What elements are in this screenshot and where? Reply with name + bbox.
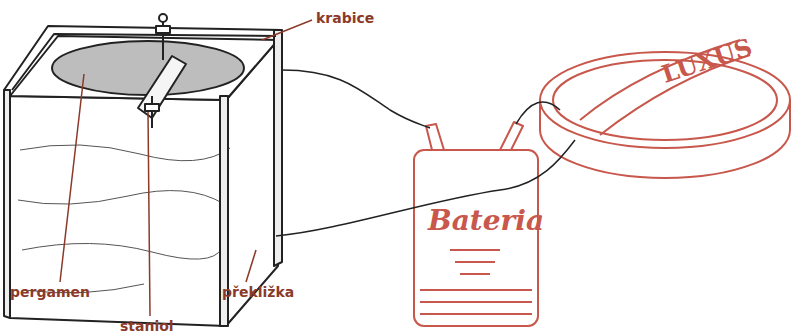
box-top [10,36,278,100]
part-label: překližka [222,284,294,300]
foil-strip [138,56,186,118]
part-label: pergamen [10,284,90,300]
battery-brand: Bateria [428,204,544,237]
battery [414,150,538,326]
parchment [52,41,244,95]
part-label: staniol [120,318,174,334]
box-front [10,96,226,326]
part-label: krabice [316,10,374,26]
